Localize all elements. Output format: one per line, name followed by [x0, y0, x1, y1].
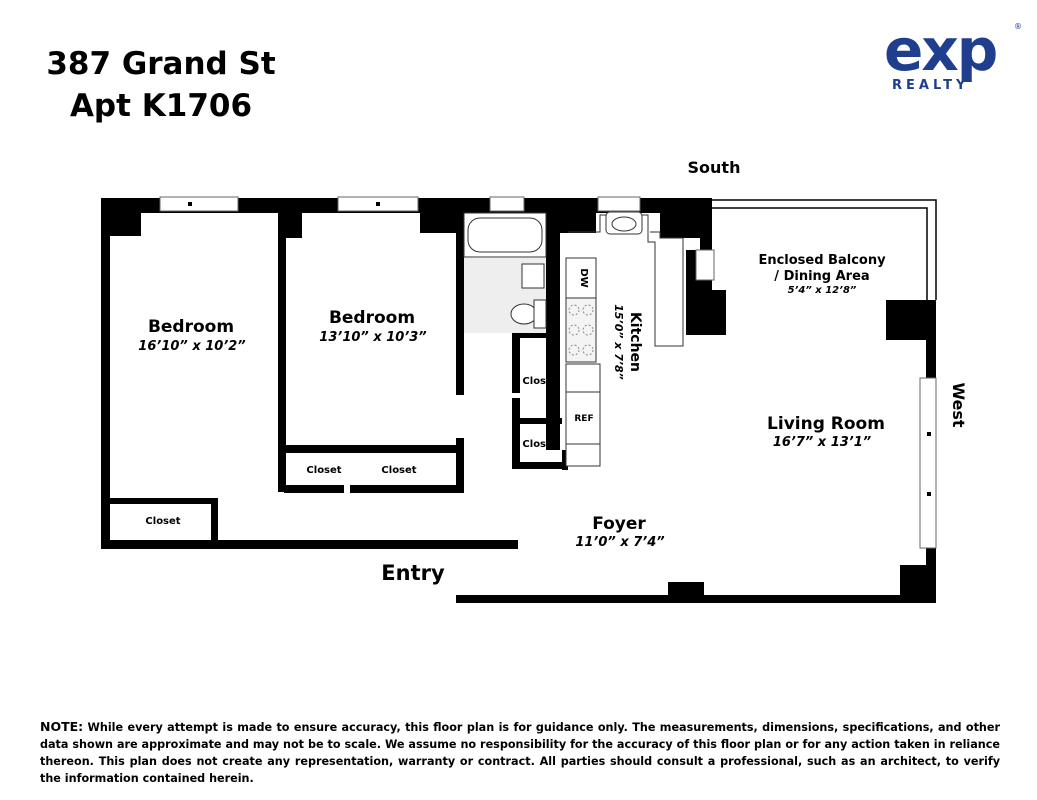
closet-label: Closet	[522, 376, 557, 387]
stove-burners	[568, 304, 594, 356]
kitchen-fixtures	[565, 211, 684, 467]
floor-plan: South West Bedroom 16’10” x 10’2” Bedroo…	[101, 158, 968, 603]
closet-label: Closet	[522, 439, 557, 450]
logo-registered-mark: ®	[1014, 22, 1022, 31]
windows	[159, 196, 937, 549]
closet-label: Closet	[381, 465, 416, 476]
closet-label: Closet	[145, 516, 180, 527]
logo-mark: exp	[884, 16, 998, 84]
exp-realty-logo: exp REALTY ®	[884, 16, 1024, 96]
balcony-name-2: / Dining Area	[774, 269, 869, 284]
balcony-enclosure	[711, 199, 937, 300]
refrigerator-label: REF	[574, 414, 593, 424]
bedroom-1-dims: 16’10” x 10’2”	[138, 339, 245, 354]
disclaimer-note: NOTE: While every attempt is made to ens…	[40, 718, 1000, 787]
closet-label: Closet	[306, 465, 341, 476]
kitchen-dims: 15’0” x 7’8”	[612, 304, 625, 380]
compass-west: West	[949, 382, 968, 427]
living-room-name: Living Room	[767, 414, 885, 434]
compass-south: South	[688, 158, 741, 177]
dishwasher-label: DW	[578, 268, 589, 287]
balcony-name-1: Enclosed Balcony	[758, 253, 886, 268]
entry-label: Entry	[381, 561, 445, 585]
note-text: While every attempt is made to ensure ac…	[40, 721, 1000, 785]
balcony-dims: 5’4” x 12’8”	[788, 285, 857, 296]
foyer-name: Foyer	[592, 514, 646, 534]
foyer-dims: 11’0” x 7’4”	[575, 535, 664, 550]
address-line-1: 387 Grand St	[46, 46, 276, 82]
address-line-2: Apt K1706	[69, 88, 253, 124]
window-marks	[188, 202, 931, 496]
bedroom-1-name: Bedroom	[148, 317, 234, 337]
kitchen-name: Kitchen	[627, 312, 643, 372]
bedroom-2-name: Bedroom	[329, 308, 415, 328]
bathroom	[463, 212, 547, 333]
bedroom-2-dims: 13’10” x 10’3”	[319, 330, 426, 345]
note-lead: NOTE:	[40, 719, 84, 734]
logo-subtitle: REALTY	[892, 78, 970, 93]
living-room-dims: 16’7” x 13’1”	[773, 435, 871, 450]
